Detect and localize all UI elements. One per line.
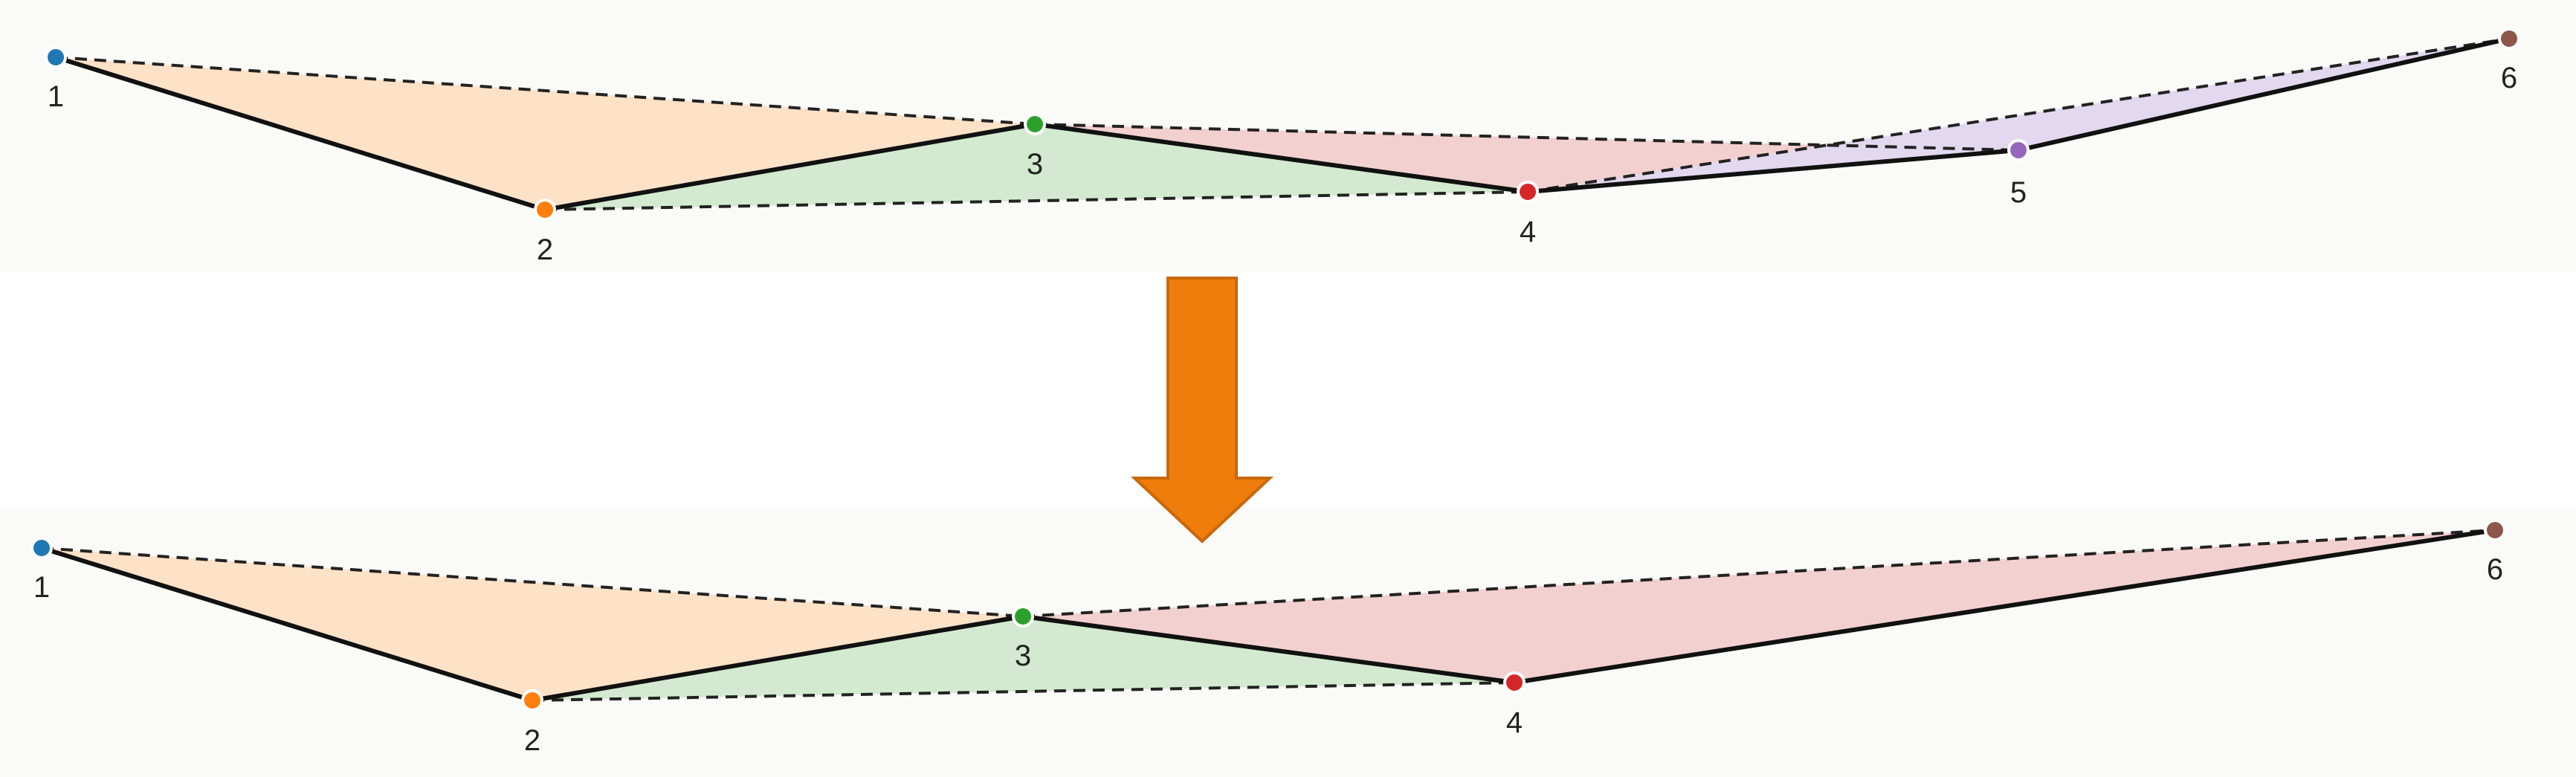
- top-triangle-2-3-4: [545, 124, 1528, 210]
- top-point-labels: 1 2 3 4 5 6: [48, 62, 2517, 266]
- top-triangle-1-2-3: [56, 57, 1035, 210]
- bottom-point-4: [1503, 671, 1526, 694]
- top-triangle-4-5-6: [1528, 39, 2509, 192]
- bottom-triangle-3-4-6: [1023, 530, 2495, 683]
- top-points: [45, 28, 2520, 221]
- bottom-dashed-3-6: [1022, 529, 2496, 618]
- top-point-1: [45, 46, 67, 68]
- top-diagram: 1 2 3 4 5 6: [45, 28, 2520, 266]
- top-point-2: [534, 199, 556, 221]
- bottom-dashed-1-3: [41, 547, 1024, 618]
- top-dashed-2-4: [544, 190, 1529, 211]
- top-polyline: [55, 36, 2510, 212]
- top-label-3: 3: [1027, 148, 1043, 181]
- bottom-label-4: 4: [1506, 706, 1523, 739]
- bottom-triangles: [42, 530, 2495, 700]
- top-dashed-1-3: [55, 56, 1036, 126]
- top-dashed-3-5: [1034, 123, 2019, 152]
- bottom-triangle-1-2-3: [42, 548, 1023, 700]
- bottom-dashed-2-4: [532, 681, 1515, 702]
- bottom-label-3: 3: [1015, 639, 1031, 672]
- bottom-label-2: 2: [524, 724, 540, 757]
- bottom-point-2: [521, 689, 543, 712]
- bottom-point-1: [30, 537, 53, 559]
- top-point-5: [2007, 139, 2030, 161]
- bottom-label-1: 1: [33, 571, 50, 604]
- top-label-1: 1: [48, 80, 64, 113]
- top-label-2: 2: [537, 233, 553, 266]
- top-point-4: [1517, 181, 1539, 203]
- top-triangle-3-4-5: [1035, 124, 2018, 192]
- bottom-point-labels: 1 2 3 4 6: [33, 553, 2503, 757]
- bottom-label-6: 6: [2487, 553, 2503, 586]
- bottom-dashed-lines: [41, 529, 2496, 702]
- top-dashed-4-6: [1527, 37, 2510, 193]
- bottom-point-6: [2484, 519, 2506, 541]
- bottom-diagram: 1 2 3 4 6: [30, 519, 2506, 757]
- top-point-6: [2498, 28, 2520, 50]
- down-arrow-icon: [1130, 277, 1274, 544]
- top-dashed-lines: [55, 37, 2510, 211]
- bottom-point-3: [1012, 605, 1034, 628]
- top-label-6: 6: [2501, 62, 2517, 94]
- top-label-4: 4: [1520, 216, 1536, 248]
- top-point-3: [1024, 113, 1046, 135]
- top-label-5: 5: [2010, 176, 2027, 209]
- bottom-points: [30, 519, 2506, 712]
- bottom-triangle-2-3-4: [532, 616, 1514, 700]
